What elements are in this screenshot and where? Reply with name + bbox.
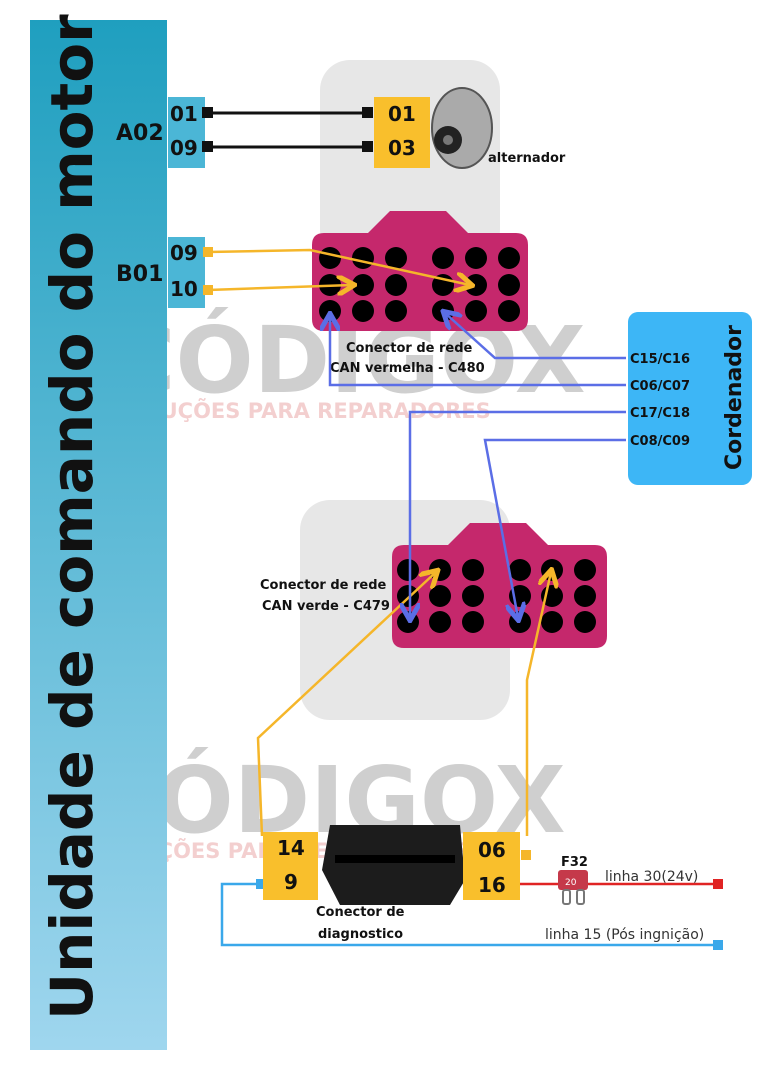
svg-text:20: 20 [565, 878, 577, 888]
connector-pin-hole [498, 247, 520, 269]
line15-label: linha 15 (Pós ingnição) [545, 927, 704, 943]
c479-label: CAN verde - C479 [262, 599, 390, 614]
c480-connector [312, 211, 528, 331]
svg-text:SOLUÇÕES PARA REPARADORES: SOLUÇÕES PARA REPARADORES [115, 398, 491, 423]
c479-connector [392, 523, 607, 648]
connector-pin-hole [429, 559, 451, 581]
alternator-pin: 03 [388, 136, 416, 160]
connector-pin-hole [352, 247, 374, 269]
connector-pin-hole [397, 611, 419, 633]
b01-pin-box [168, 237, 205, 308]
alternator-pin-box [374, 97, 430, 168]
connector-pin-hole [397, 585, 419, 607]
c480-label: Conector de rede [346, 341, 473, 356]
connector-pin-hole [574, 559, 596, 581]
connector-pin-hole [462, 559, 484, 581]
connector-pin-hole [509, 559, 531, 581]
ecu-bar [30, 20, 167, 1050]
alternator-pin: 01 [388, 102, 416, 126]
c480-label: CAN vermelha - C480 [330, 361, 485, 376]
diag-pin: 06 [478, 838, 506, 862]
connector-pin-hole [541, 559, 563, 581]
alternator-icon [431, 87, 493, 169]
c479-label: Conector de rede [260, 578, 387, 593]
alternator-label: alternador [488, 151, 566, 166]
connector-pin-hole [462, 611, 484, 633]
line30-label: linha 30(24v) [605, 869, 698, 885]
b01-pin: 10 [170, 277, 198, 301]
connector-pin-hole [465, 300, 487, 322]
connector-pin-hole [498, 274, 520, 296]
connector-pin-hole [541, 611, 563, 633]
coordinator-pin: C08/C09 [630, 434, 690, 449]
coordinator-label: Cordenador [722, 325, 747, 470]
connector-pin-hole [574, 611, 596, 633]
diag-pin-box-left [263, 832, 318, 900]
can-wires [330, 313, 626, 618]
connector-pin-hole [385, 274, 407, 296]
connector-pin-hole [385, 247, 407, 269]
diag-pin-box-right [463, 832, 520, 900]
connector-pin-hole [397, 559, 419, 581]
diag-pin: 14 [277, 836, 305, 860]
connector-pin-hole [432, 247, 454, 269]
line15-wire [220, 879, 723, 950]
a02-pin-box [168, 97, 205, 168]
coordinator-pin: C06/C07 [630, 379, 690, 394]
connector-pin-hole [429, 611, 451, 633]
diag-label: Conector de [316, 905, 405, 920]
alternator-wires [202, 107, 373, 152]
obd-connector-icon [322, 825, 465, 905]
diag-label: diagnostico [318, 927, 403, 942]
coordinator-box [628, 312, 752, 485]
connector-pin-hole [319, 247, 341, 269]
diag-pin: 16 [478, 873, 506, 897]
connector-pin-hole [352, 300, 374, 322]
b01-label: B01 [116, 262, 163, 287]
connector-pin-hole [385, 300, 407, 322]
a02-pin: 01 [170, 102, 198, 126]
fuse-label: F32 [561, 855, 588, 870]
connector-pin-hole [465, 247, 487, 269]
fuse-icon: 20 [558, 870, 588, 905]
a02-label: A02 [116, 121, 164, 146]
connector-pin-hole [352, 274, 374, 296]
b01-pin: 09 [170, 241, 198, 265]
yellow-wires [207, 248, 551, 837]
ecu-title: Unidade de comando do motor [38, 14, 106, 1020]
coordinator-pin: C15/C16 [630, 352, 690, 367]
connector-pin-hole [498, 300, 520, 322]
connector-pin-hole [462, 585, 484, 607]
connector-pin-hole [574, 585, 596, 607]
a02-pin: 09 [170, 136, 198, 160]
coordinator-pin: C17/C18 [630, 406, 690, 421]
connector-pin-hole [429, 585, 451, 607]
connector-pin-hole [509, 611, 531, 633]
diag-pin: 9 [284, 870, 298, 894]
